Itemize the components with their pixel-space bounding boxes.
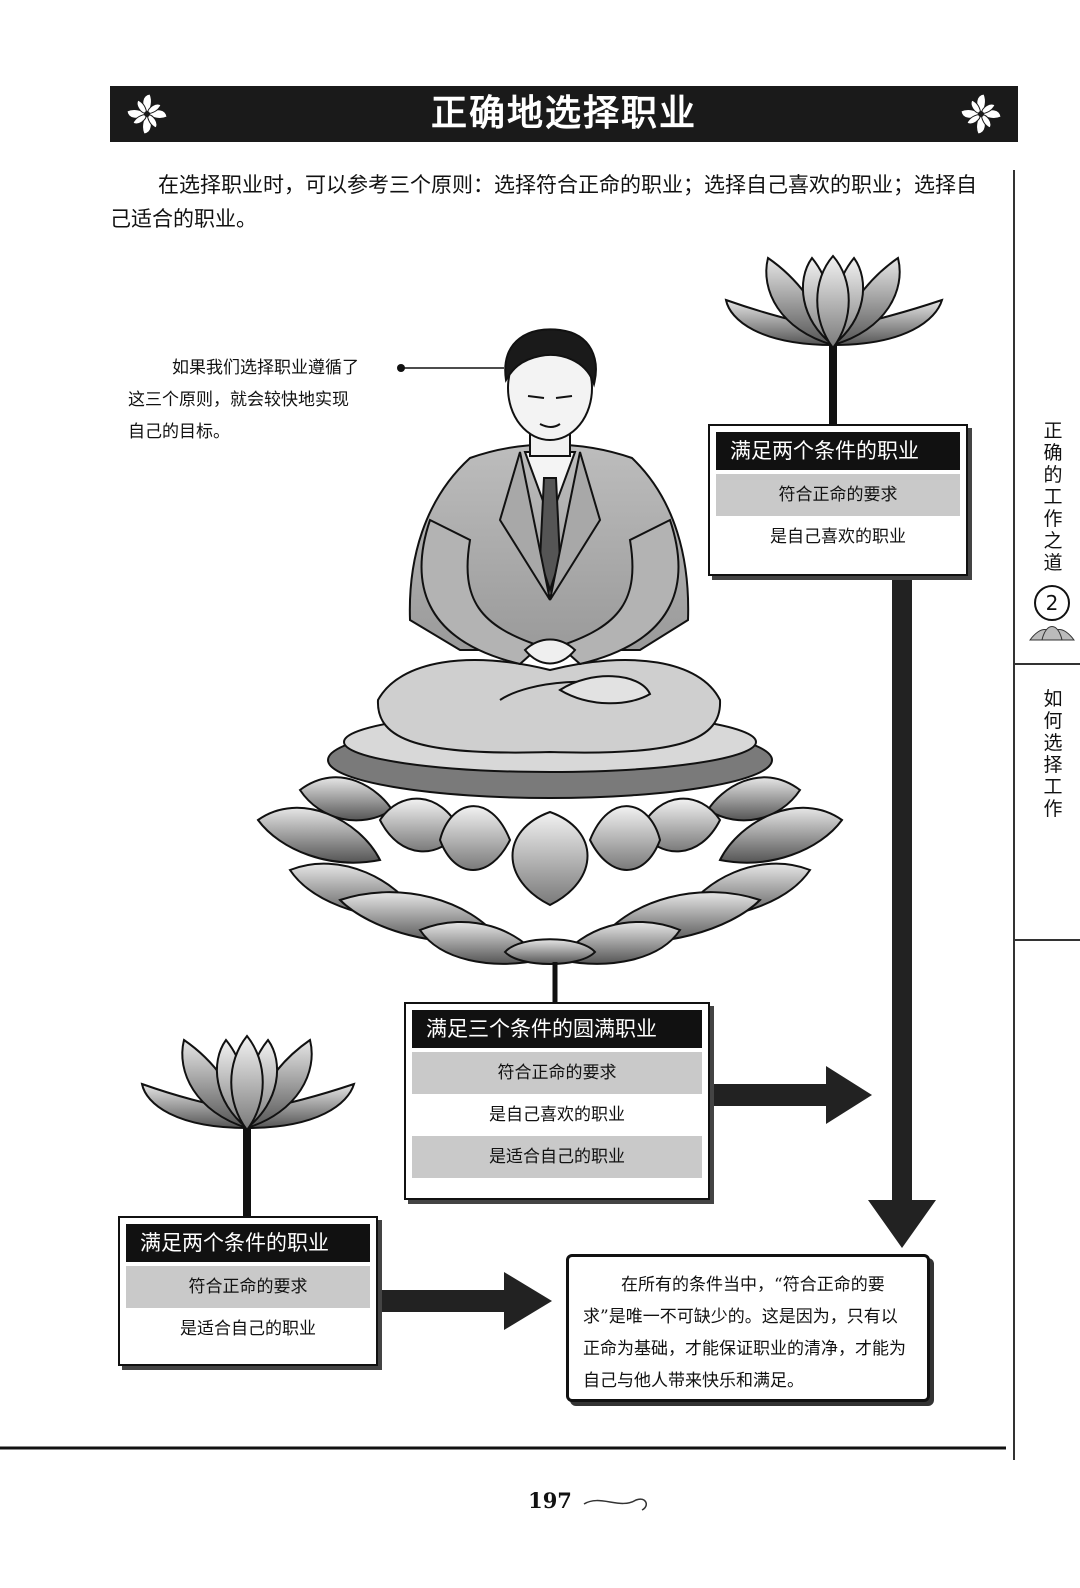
callout-connector xyxy=(397,364,504,372)
chapter-number-badge xyxy=(1034,585,1070,621)
box-row: 符合正命的要求 xyxy=(412,1052,702,1094)
meditating-man-figure xyxy=(376,328,722,754)
chapter-title-text: 正确的工作之道 xyxy=(1043,420,1063,574)
box-title: 满足两个条件的职业 xyxy=(716,432,960,470)
box-row: 是自己喜欢的职业 xyxy=(489,1105,625,1125)
arrow-right-icon xyxy=(378,1272,552,1330)
sidebar-section-title: 如何选择工作 xyxy=(1040,688,1066,820)
small-lotus-icon xyxy=(1029,626,1075,641)
box-row: 是适合自己的职业 xyxy=(180,1319,316,1339)
arrow-down-icon xyxy=(868,576,936,1248)
pinwheel-flower-icon xyxy=(126,93,168,135)
box-row: 是自己喜欢的职业 xyxy=(770,527,906,547)
conclusion-box: 在所有的条件当中，“符合正命的要求”是唯一不可缺少的。这是因为，只有以正命为基础… xyxy=(566,1254,930,1402)
two-conditions-box-left: 满足两个条件的职业 符合正命的要求 是适合自己的职业 xyxy=(118,1216,378,1366)
callout-line: 这三个原则，就会较快地实现 xyxy=(128,390,349,410)
section-title-text: 如何选择工作 xyxy=(1043,688,1063,820)
page-ornament-icon xyxy=(583,1498,647,1511)
page-title: 正确地选择职业 xyxy=(430,93,697,134)
box-row: 符合正命的要求 xyxy=(716,474,960,516)
three-conditions-box: 满足三个条件的圆满职业 符合正命的要求 是自己喜欢的职业 是适合自己的职业 xyxy=(404,1002,710,1200)
box-row: 是适合自己的职业 xyxy=(412,1136,702,1178)
title-bar: 正确地选择职业 xyxy=(110,86,1018,142)
pinwheel-flower-icon xyxy=(960,93,1002,135)
intro-paragraph: 在选择职业时，可以参考三个原则：选择符合正命的职业；选择自己喜欢的职业；选择自己… xyxy=(110,173,977,231)
sidebar-chapter-title: 正确的工作之道 xyxy=(1040,420,1066,574)
callout-text: 如果我们选择职业遵循了 这三个原则，就会较快地实现 自己的目标。 xyxy=(128,352,398,448)
callout-line: 自己的目标。 xyxy=(128,422,230,442)
lotus-flower-icon xyxy=(140,1034,356,1216)
chapter-number: 2 xyxy=(1045,591,1059,615)
two-conditions-box-top: 满足两个条件的职业 符合正命的要求 是自己喜欢的职业 xyxy=(708,424,968,576)
box-row: 符合正命的要求 xyxy=(126,1266,370,1308)
box-title: 满足两个条件的职业 xyxy=(126,1224,370,1262)
lotus-seat xyxy=(256,711,844,1002)
callout-line: 如果我们选择职业遵循了 xyxy=(172,358,359,378)
page-number: 197 xyxy=(528,1488,572,1513)
box-title: 满足三个条件的圆满职业 xyxy=(412,1010,702,1048)
lotus-flower-icon xyxy=(724,254,944,424)
arrow-right-icon xyxy=(710,1066,872,1124)
